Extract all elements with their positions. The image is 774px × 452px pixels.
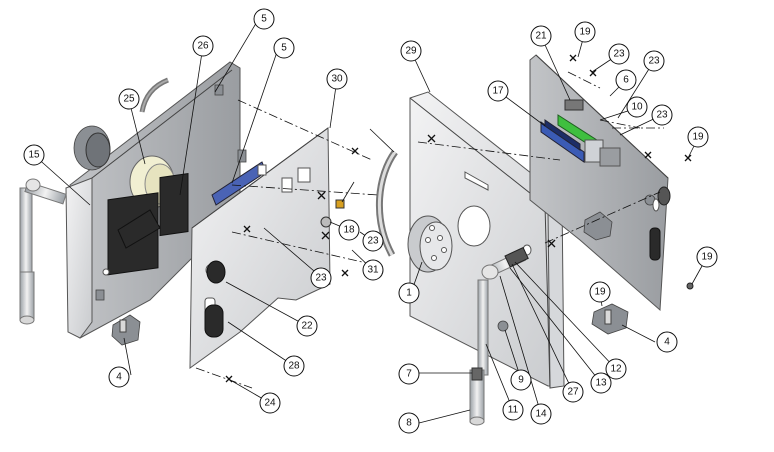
callouts: 1 4 4 5 5 6 7 8 9 10 11 12 13 14 15 17 1… xyxy=(23,8,718,434)
svg-text:26: 26 xyxy=(197,41,209,52)
callout: 29 xyxy=(400,40,422,62)
callout: 17 xyxy=(487,80,509,102)
svg-text:4: 4 xyxy=(116,372,122,383)
callout: 23 xyxy=(362,230,384,252)
svg-text:23: 23 xyxy=(367,236,379,247)
svg-text:8: 8 xyxy=(406,418,412,429)
svg-text:27: 27 xyxy=(567,387,579,398)
callout: 31 xyxy=(362,259,384,281)
callout: 15 xyxy=(23,144,45,166)
svg-text:19: 19 xyxy=(692,132,704,143)
svg-text:17: 17 xyxy=(492,86,504,97)
leader-lines xyxy=(33,19,708,424)
pcb-plate xyxy=(529,54,669,312)
svg-text:13: 13 xyxy=(595,378,607,389)
callout: 5 xyxy=(273,37,295,59)
svg-text:24: 24 xyxy=(264,398,276,409)
svg-text:10: 10 xyxy=(631,102,643,113)
callout: 19 xyxy=(687,126,709,148)
callout: 23 xyxy=(643,50,665,72)
middle-plate xyxy=(189,127,331,369)
svg-text:23: 23 xyxy=(315,273,327,284)
left-housing xyxy=(65,61,267,339)
callout: 9 xyxy=(510,369,532,391)
svg-text:28: 28 xyxy=(288,361,300,372)
callout: 19 xyxy=(589,281,611,303)
svg-text:23: 23 xyxy=(613,49,625,60)
front-panel xyxy=(407,91,565,389)
callout: 19 xyxy=(574,21,596,43)
svg-text:23: 23 xyxy=(648,56,660,67)
svg-text:7: 7 xyxy=(406,369,412,380)
callout: 1 xyxy=(398,282,420,304)
left-crank-handle xyxy=(19,178,67,325)
svg-text:31: 31 xyxy=(367,265,379,276)
callout: 23 xyxy=(651,104,673,126)
callout: 12 xyxy=(605,358,627,380)
svg-text:6: 6 xyxy=(623,75,629,86)
callout: 4 xyxy=(656,331,678,353)
right-crank-handle xyxy=(469,246,529,426)
curved-handle xyxy=(375,149,398,257)
svg-text:23: 23 xyxy=(656,110,668,121)
svg-text:30: 30 xyxy=(331,74,343,85)
svg-text:19: 19 xyxy=(594,287,606,298)
svg-text:14: 14 xyxy=(535,409,547,420)
callout: 10 xyxy=(626,96,648,118)
svg-text:12: 12 xyxy=(610,364,622,375)
svg-text:19: 19 xyxy=(701,252,713,263)
right-knob xyxy=(657,186,671,206)
callout: 7 xyxy=(398,363,420,385)
right-bracket xyxy=(591,303,629,335)
callout: 8 xyxy=(398,412,420,434)
callout: 30 xyxy=(326,68,348,90)
loose-screw xyxy=(686,282,694,290)
svg-text:9: 9 xyxy=(518,375,524,386)
svg-text:19: 19 xyxy=(579,27,591,38)
washer-18 xyxy=(320,216,332,228)
callout: 14 xyxy=(530,403,552,425)
svg-text:5: 5 xyxy=(281,43,287,54)
svg-text:18: 18 xyxy=(343,225,355,236)
callout: 23 xyxy=(608,43,630,65)
callout: 21 xyxy=(530,25,552,47)
callout: 22 xyxy=(296,315,318,337)
svg-text:15: 15 xyxy=(28,150,40,161)
svg-text:29: 29 xyxy=(405,46,417,57)
small-part-3 xyxy=(335,199,345,209)
svg-text:4: 4 xyxy=(664,337,670,348)
svg-text:1: 1 xyxy=(406,288,412,299)
callout: 4 xyxy=(108,366,130,388)
callout: 11 xyxy=(502,399,524,421)
callout: 24 xyxy=(259,392,281,414)
callout: 6 xyxy=(615,69,637,91)
assembly-axes xyxy=(195,71,664,389)
callout: 5 xyxy=(253,8,275,30)
callout: 18 xyxy=(338,219,360,241)
left-bracket xyxy=(111,314,141,346)
callout: 19 xyxy=(696,246,718,268)
callout: 27 xyxy=(562,381,584,403)
callout: 28 xyxy=(283,355,305,377)
callout: 26 xyxy=(192,35,214,57)
callout: 23 xyxy=(310,267,332,289)
callout: 13 xyxy=(590,372,612,394)
svg-text:11: 11 xyxy=(508,405,519,416)
svg-text:21: 21 xyxy=(535,31,547,42)
svg-text:22: 22 xyxy=(301,321,313,332)
callout: 25 xyxy=(118,88,140,110)
svg-text:25: 25 xyxy=(123,94,135,105)
svg-text:5: 5 xyxy=(261,14,267,25)
